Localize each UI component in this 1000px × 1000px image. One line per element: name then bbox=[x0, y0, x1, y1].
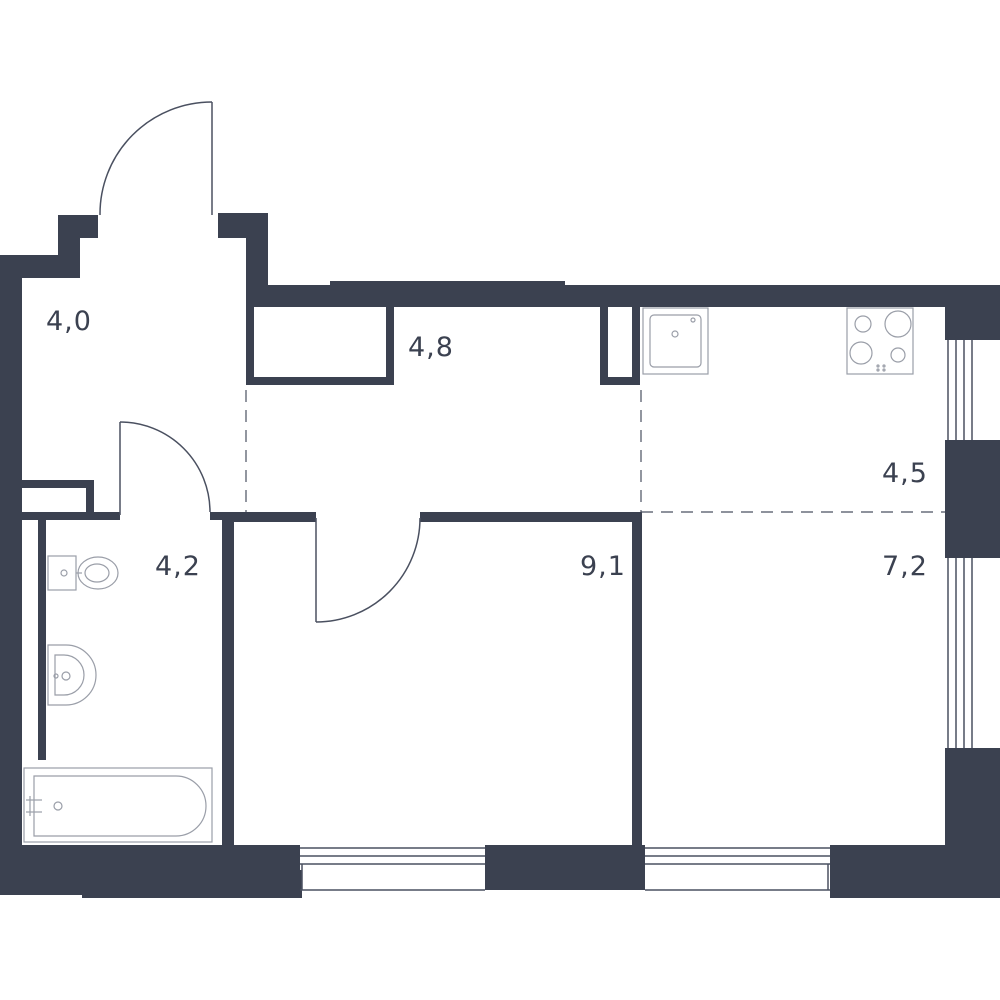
walls bbox=[0, 213, 1000, 898]
room-area-kitchen: 4,5 bbox=[882, 458, 928, 489]
door-bathroom[interactable] bbox=[119, 421, 211, 515]
window-right-upper bbox=[947, 340, 973, 440]
wall-right-top bbox=[945, 285, 1000, 340]
wall-bath-top bbox=[22, 512, 120, 520]
cooktop-icon bbox=[846, 307, 914, 375]
zone-dividers bbox=[245, 390, 945, 513]
wall-kitchen-niche-bottom bbox=[600, 377, 640, 385]
bathtub-icon bbox=[23, 767, 213, 843]
window-bottom-bedroom bbox=[300, 847, 485, 891]
room-area-bathroom: 4,2 bbox=[155, 551, 201, 582]
window-bottom-living bbox=[645, 847, 830, 891]
toilet-icon bbox=[47, 555, 119, 591]
wall-storage-bottom bbox=[246, 377, 394, 385]
wall-bottom-left-drop bbox=[82, 870, 302, 898]
room-area-living-room: 7,2 bbox=[882, 551, 928, 582]
wall-bath-right bbox=[222, 512, 234, 845]
wall-bottom-mid bbox=[485, 845, 645, 890]
wall-bedroom-living bbox=[632, 512, 642, 845]
windows bbox=[300, 340, 973, 891]
wall-storage-right bbox=[386, 305, 394, 385]
door-bedroom[interactable] bbox=[315, 517, 421, 623]
wall-bath-inner bbox=[38, 520, 46, 760]
wall-entrance-left bbox=[0, 215, 98, 278]
wall-kitchen-niche-right bbox=[632, 305, 640, 385]
room-area-bedroom: 9,1 bbox=[580, 551, 626, 582]
room-labels: 4,0 4,8 4,5 4,2 9,1 7,2 bbox=[46, 306, 928, 582]
door-entrance[interactable] bbox=[99, 101, 213, 216]
wall-storage-left bbox=[246, 305, 254, 385]
room-area-entrance-hall: 4,0 bbox=[46, 306, 92, 337]
fixtures bbox=[23, 307, 914, 843]
wall-bath-shelf-side bbox=[86, 480, 94, 520]
wall-bottom-right bbox=[830, 845, 1000, 898]
wall-top-thick bbox=[330, 281, 565, 307]
doors bbox=[99, 101, 421, 623]
window-right-lower bbox=[947, 558, 973, 748]
kitchen-sink-icon bbox=[642, 307, 709, 375]
wall-kitchen-niche-left bbox=[600, 305, 608, 385]
wall-bath-shelf bbox=[22, 480, 94, 488]
washbasin-icon bbox=[47, 644, 97, 706]
room-area-corridor: 4,8 bbox=[408, 332, 454, 363]
wall-bedroom-top-left bbox=[234, 512, 316, 522]
wall-entrance-right bbox=[218, 213, 268, 290]
wall-right-mid bbox=[945, 440, 1000, 558]
wall-left-exterior bbox=[0, 255, 22, 895]
wall-bedroom-top-right bbox=[420, 512, 640, 522]
